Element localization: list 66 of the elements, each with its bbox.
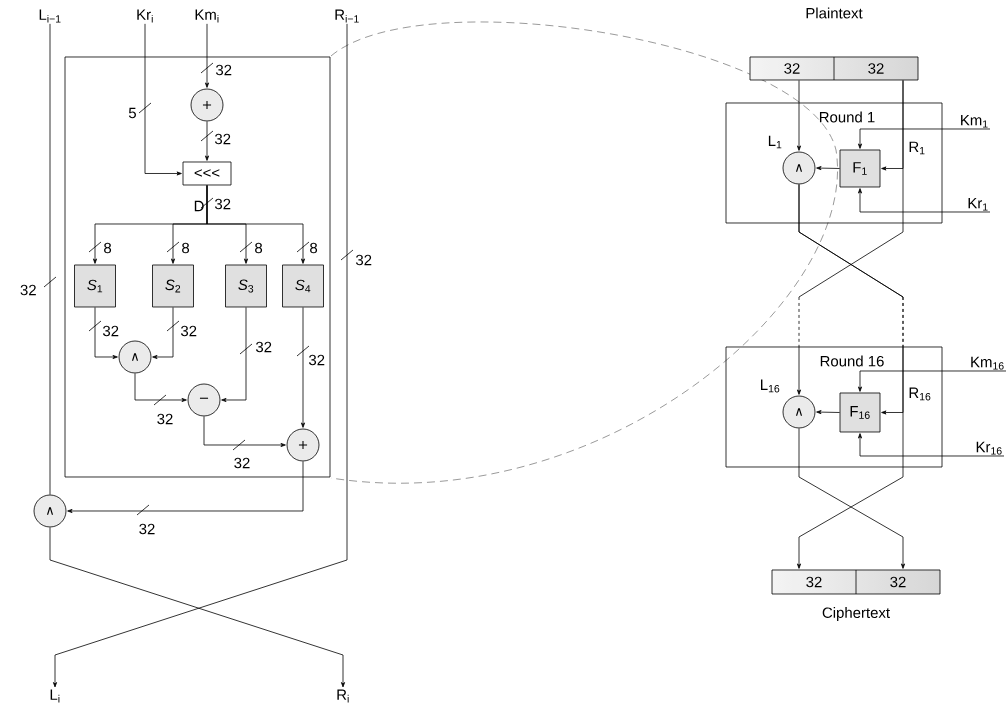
connector [49, 23, 51, 495]
signal-label: L$_{16}$ [761, 379, 780, 393]
connector [797, 184, 904, 569]
bit-width-label: 8 [296, 241, 318, 254]
bit-width-label: 32 [136, 504, 155, 535]
signal-label: Kr$_{i}$ [137, 9, 153, 23]
connector [49, 527, 345, 688]
connector [858, 433, 1005, 457]
signal-label: R$_{16}$ [909, 387, 931, 401]
function-box: F$_{1}$ [839, 149, 881, 188]
signal-label: Kr$_{16}$ [976, 441, 1002, 455]
data-block: 32 32 Ciphertext [771, 569, 941, 621]
connector [67, 461, 304, 513]
function-box: S$_{4}$ [282, 264, 324, 308]
bit-width-label: 32 [200, 62, 232, 76]
bit-width-label: 8 [88, 241, 112, 254]
bit-width-label: 32 [166, 320, 197, 337]
signal-label: Km$_{1}$ [961, 115, 988, 128]
connector [206, 185, 305, 264]
function-frame [64, 56, 331, 478]
bit-width-label: 32 [20, 276, 57, 296]
function-box: S$_{3}$ [225, 264, 267, 308]
bit-width-label: 5 [128, 102, 152, 119]
bit-width-label: 8 [239, 241, 263, 254]
connector [134, 373, 187, 402]
bit-width-label: 32 [88, 320, 119, 337]
bit-width-label: 32 [200, 130, 231, 145]
connector [858, 188, 991, 213]
connector [203, 416, 286, 447]
signal-label: Km$_{16}$ [971, 356, 1004, 370]
node-label: Ciphertext [822, 607, 890, 621]
connector [152, 307, 174, 359]
bit-width-label: 32 [340, 249, 372, 266]
bit-width-label: 32 [232, 439, 250, 469]
connector [858, 370, 1007, 392]
data-block: 32 32 Plaintext [749, 7, 919, 81]
signal-label: L$_{1}$ [768, 135, 782, 149]
connector [221, 307, 247, 402]
signal-label: Km$_{i}$ [195, 9, 219, 23]
signal-label: R$_{1}$ [909, 141, 925, 155]
connector [94, 307, 118, 359]
connector [301, 307, 305, 428]
function-box: F$_{16}$ [839, 392, 881, 433]
signal-label: L$_{i}$ [50, 689, 60, 703]
signal-label: R$_{i}$ [337, 689, 349, 703]
connector [797, 80, 904, 395]
bit-width-label: 32 [296, 345, 325, 366]
connector [816, 410, 840, 415]
function-box: S$_{1}$ [74, 264, 116, 308]
connector [144, 23, 182, 176]
connector [816, 166, 840, 171]
signal-label: R$_{i−1}$ [335, 9, 359, 23]
signal-label: Kr$_{1}$ [968, 198, 988, 211]
connector [858, 128, 991, 149]
node-label: Plaintext [806, 7, 863, 19]
connector [205, 23, 209, 88]
connector [53, 23, 348, 688]
signal-label: L$_{i−1}$ [39, 9, 61, 23]
connector [797, 80, 801, 151]
function-box: S$_{2}$ [152, 264, 194, 308]
bit-width-label: 32 [153, 394, 173, 425]
connector [798, 428, 905, 569]
bit-width-label: 8 [166, 241, 190, 254]
bit-width-label: 32 [239, 341, 272, 355]
rotate-box: <<< [182, 161, 232, 186]
connector [205, 121, 209, 161]
